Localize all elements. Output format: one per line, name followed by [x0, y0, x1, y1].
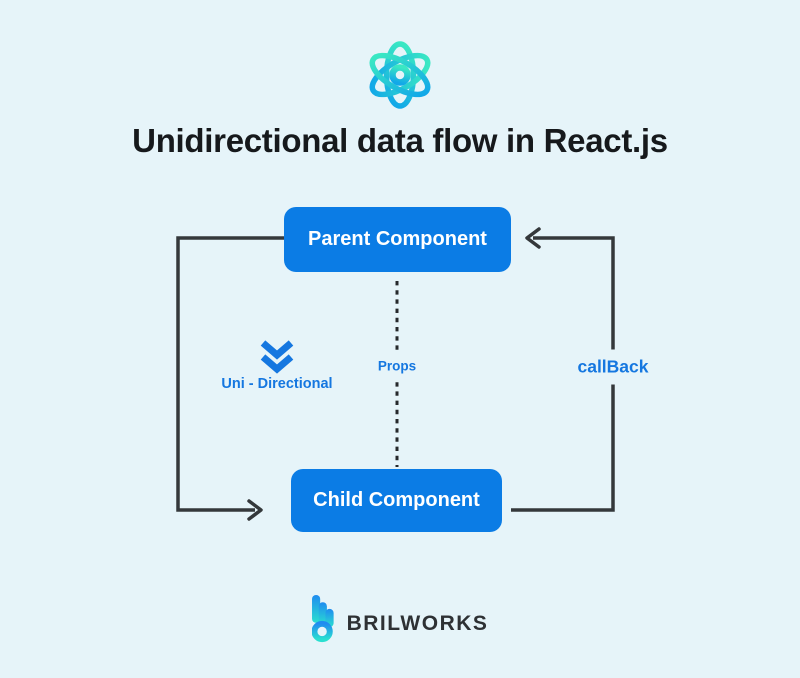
brilworks-b-logo-icon [311, 595, 334, 643]
props-label: Props [374, 353, 420, 379]
arrowhead-into-child-icon [247, 499, 263, 521]
left-loop-connector [176, 236, 284, 512]
child-component-label: Child Component [313, 489, 480, 511]
child-component-node: Child Component [291, 469, 502, 532]
arrowhead-into-parent-icon [525, 227, 541, 249]
parent-component-label: Parent Component [308, 228, 487, 250]
page-title: Unidirectional data flow in React.js [132, 122, 668, 159]
brand-name: BRILWORKS [346, 612, 489, 635]
brand-footer: BRILWORKS [0, 595, 800, 643]
parent-component-node: Parent Component [284, 207, 511, 272]
uni-directional-label: Uni - Directional [221, 376, 333, 392]
double-chevron-down-icon [260, 340, 294, 374]
react-atom-icon [369, 41, 431, 109]
callback-label: callBack [572, 349, 654, 385]
